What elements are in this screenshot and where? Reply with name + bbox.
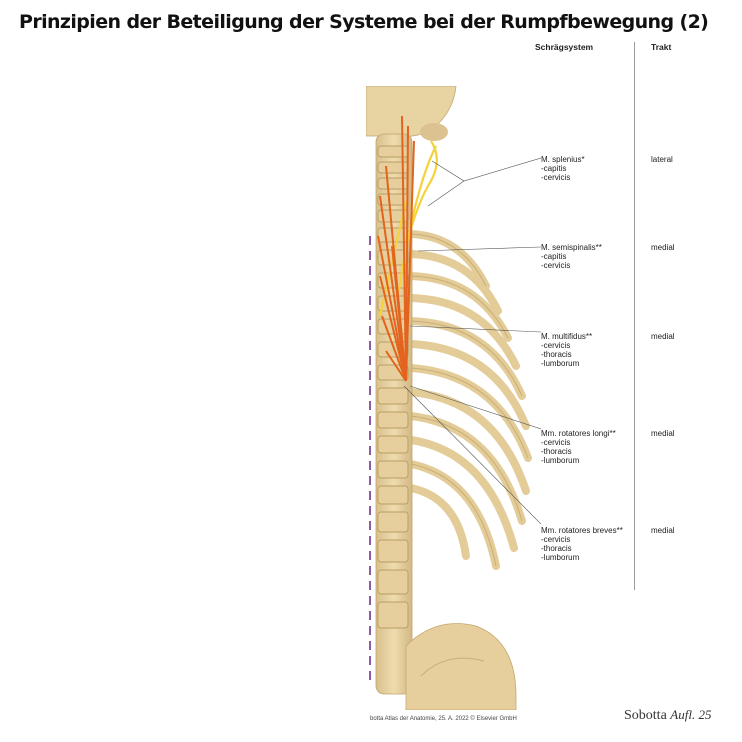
muscle-part: -cervicis (541, 173, 571, 182)
muscle-name: M. semispinalis** (541, 243, 602, 252)
tract-semispinalis: medial (651, 243, 675, 252)
label-multifidus: M. multifidus** -cervicis -thoracis -lum… (541, 332, 592, 368)
muscle-name: Mm. rotatores breves** (541, 526, 623, 535)
header-trakt: Trakt (651, 42, 672, 52)
muscle-part: -thoracis (541, 350, 572, 359)
tract-splenius: lateral (651, 155, 673, 164)
copyright-caption: botta Atlas der Anatomie, 25. A. 2022 © … (370, 716, 517, 722)
label-splenius: M. splenius* -capitis -cervicis (541, 155, 585, 182)
header-schraegsystem: Schrägsystem (535, 42, 594, 52)
muscle-part: -cervicis (541, 438, 571, 447)
muscle-part: -lumborum (541, 359, 580, 368)
tract-multifidus: medial (651, 332, 675, 341)
muscle-name: M. splenius* (541, 155, 585, 164)
muscle-name: Mm. rotatores longi** (541, 429, 616, 438)
muscle-part: -lumborum (541, 456, 580, 465)
mastoid (420, 123, 448, 141)
label-rotatores-longi: Mm. rotatores longi** -cervicis -thoraci… (541, 429, 616, 465)
brand-name: Sobotta (624, 708, 667, 723)
muscle-part: -thoracis (541, 544, 572, 553)
pelvis (405, 623, 517, 710)
tract-rotatores-breves: medial (651, 526, 675, 535)
sobotta-brand: Sobotta Aufl. 25 (624, 707, 711, 724)
muscle-part: -cervicis (541, 261, 571, 270)
column-divider (634, 42, 635, 590)
muscle-part: -thoracis (541, 447, 572, 456)
tract-rotatores-longi: medial (651, 429, 675, 438)
muscle-part: -capitis (541, 252, 567, 261)
muscle-part: -cervicis (541, 341, 571, 350)
page-title: Prinzipien der Beteiligung der Systeme b… (19, 11, 709, 33)
spine-illustration (366, 86, 541, 710)
muscle-part: -capitis (541, 164, 567, 173)
label-rotatores-breves: Mm. rotatores breves** -cervicis -thorac… (541, 526, 623, 562)
muscle-name: M. multifidus** (541, 332, 593, 341)
transversospinal-muscles (377, 115, 415, 382)
brand-edition: Aufl. 25 (670, 707, 712, 722)
muscle-part: -cervicis (541, 535, 571, 544)
leader-lines (403, 157, 541, 525)
label-semispinalis: M. semispinalis** -capitis -cervicis (541, 243, 602, 270)
muscle-part: -lumborum (541, 553, 580, 562)
